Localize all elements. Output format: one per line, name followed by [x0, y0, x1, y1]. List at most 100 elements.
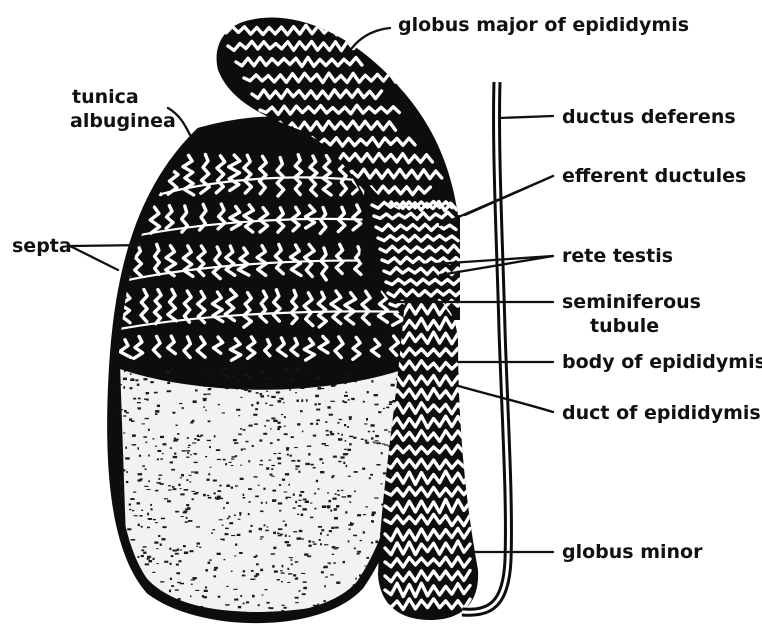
stipple-dot	[271, 396, 275, 398]
stipple-dot	[335, 527, 339, 529]
stipple-dot	[316, 419, 320, 421]
stipple-dot	[244, 374, 248, 376]
stipple-dot	[361, 601, 363, 603]
stipple-dot	[205, 569, 208, 571]
stipple-dot	[145, 469, 147, 470]
stipple-dot	[372, 512, 376, 515]
stipple-dot	[306, 399, 308, 402]
stipple-dot	[133, 614, 135, 615]
stipple-dot	[133, 398, 136, 400]
stipple-dot	[335, 493, 337, 494]
stipple-dot	[152, 572, 155, 573]
stipple-dot	[141, 593, 143, 594]
stipple-dot	[314, 493, 316, 495]
stipple-dot	[257, 402, 260, 405]
stipple-dot	[125, 447, 127, 449]
stipple-dot	[291, 436, 294, 438]
stipple-dot	[363, 514, 366, 515]
stipple-dot	[188, 445, 191, 446]
stipple-dot	[366, 418, 368, 421]
stipple-dot	[222, 525, 224, 526]
stipple-dot	[291, 559, 293, 561]
stipple-dot	[233, 589, 237, 590]
stipple-dot	[260, 511, 263, 513]
stipple-dot	[246, 441, 249, 443]
stipple-dot	[266, 602, 269, 604]
stipple-dot	[197, 439, 200, 441]
stipple-dot	[270, 474, 273, 476]
stipple-dot	[228, 376, 230, 378]
stipple-dot	[308, 540, 311, 542]
stipple-dot	[376, 464, 380, 466]
stipple-dot	[240, 478, 244, 480]
stipple-dot	[293, 493, 295, 496]
stipple-dot	[267, 395, 269, 397]
stipple-dot	[123, 433, 125, 434]
stipple-dot	[189, 481, 191, 482]
stipple-dot	[120, 590, 124, 591]
stipple-dot	[327, 507, 329, 508]
stipple-dot	[246, 601, 249, 603]
stipple-dot	[248, 390, 252, 392]
stipple-dot	[213, 480, 217, 482]
stipple-dot	[120, 455, 124, 457]
stipple-dot	[139, 455, 141, 457]
stipple-dot	[123, 469, 125, 471]
stipple-dot	[193, 453, 196, 454]
stipple-dot	[311, 464, 314, 466]
stipple-dot	[326, 434, 329, 436]
stipple-dot	[224, 559, 226, 560]
stipple-dot	[219, 519, 223, 520]
stipple-dot	[365, 442, 369, 444]
stipple-dot	[145, 418, 149, 419]
stipple-dot	[278, 528, 282, 530]
stipple-dot	[365, 440, 368, 442]
stipple-dot	[371, 424, 375, 426]
stipple-dot	[231, 459, 234, 460]
stipple-dot	[354, 491, 356, 493]
tubule	[136, 155, 144, 190]
stipple-dot	[334, 508, 337, 511]
stipple-dot	[170, 563, 172, 565]
stipple-dot	[286, 448, 289, 450]
stipple-dot	[341, 434, 343, 436]
stipple-dot	[284, 433, 288, 435]
stipple-dot	[259, 439, 262, 441]
stipple-dot	[310, 503, 312, 504]
stipple-dot	[143, 597, 145, 599]
stipple-dot	[290, 455, 293, 457]
stipple-dot	[203, 494, 206, 497]
stipple-dot	[125, 597, 127, 599]
stipple-dot	[324, 585, 326, 587]
stipple-dot	[321, 571, 324, 573]
label-ductus-deferens: ductus deferens	[562, 106, 736, 128]
stipple-dot	[175, 553, 179, 555]
stipple-dot	[371, 380, 373, 383]
stipple-dot	[265, 589, 268, 590]
stipple-dot	[357, 514, 361, 516]
stipple-dot	[301, 514, 304, 517]
stipple-dot	[300, 410, 303, 412]
stipple-dot	[305, 463, 310, 465]
stipple-dot	[267, 526, 269, 527]
stipple-dot	[193, 400, 197, 403]
stipple-dot	[143, 594, 146, 596]
stipple-dot	[287, 454, 289, 456]
stipple-dot	[277, 457, 281, 460]
stipple-dot	[338, 438, 342, 441]
stipple-dot	[197, 543, 201, 545]
stipple-dot	[146, 393, 149, 394]
stipple-dot	[346, 465, 348, 467]
stipple-dot	[294, 447, 298, 448]
stipple-dot	[177, 548, 179, 551]
stipple-dot	[303, 581, 307, 583]
stipple-dot	[293, 574, 296, 576]
stipple-dot	[315, 395, 319, 398]
stipple-dot	[210, 467, 212, 468]
stipple-dot	[256, 573, 260, 576]
stipple-dot	[186, 517, 188, 519]
stipple-dot	[158, 535, 160, 537]
stipple-dot	[259, 464, 263, 465]
stipple-dot	[225, 533, 229, 535]
